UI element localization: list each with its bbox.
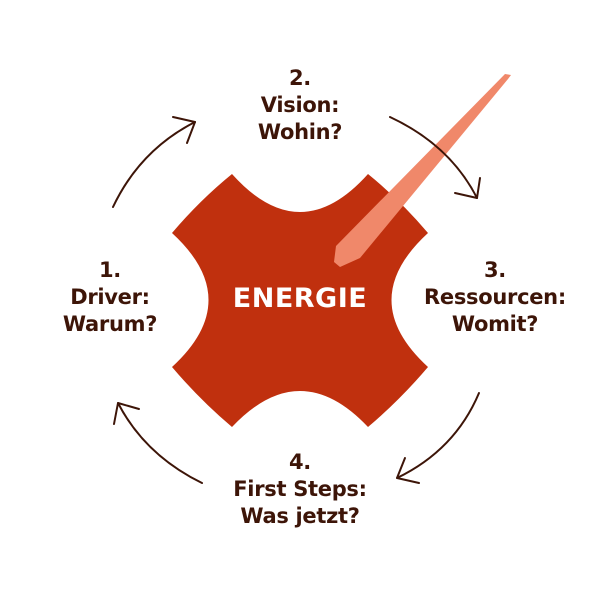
arrow-3-to-4: [396, 392, 480, 484]
step-4-question: Was jetzt?: [240, 504, 360, 528]
step-1-label: 1. Driver: Warum?: [40, 257, 180, 338]
step-4-number: 4.: [289, 450, 311, 474]
step-4-label: 4. First Steps: Was jetzt?: [200, 449, 400, 530]
step-1-question: Warum?: [62, 312, 158, 336]
step-1-title: Driver:: [70, 285, 150, 309]
step-2-number: 2.: [289, 66, 311, 90]
arrow-4-to-1: [113, 402, 203, 484]
step-3-title: Ressourcen:: [424, 285, 566, 309]
arrow-1-to-2: [112, 116, 196, 208]
step-4-title: First Steps:: [233, 477, 367, 501]
step-3-number: 3.: [484, 258, 506, 282]
needle-pointer: [334, 74, 511, 267]
step-1-number: 1.: [99, 258, 121, 282]
step-2-title: Vision:: [260, 93, 340, 117]
step-2-question: Wohin?: [257, 120, 343, 144]
step-2-label: 2. Vision: Wohin?: [215, 65, 385, 146]
step-3-label: 3. Ressourcen: Womit?: [405, 257, 585, 338]
step-3-question: Womit?: [451, 312, 539, 336]
center-label: ENERGIE: [232, 283, 368, 314]
arrow-2-to-3: [389, 116, 481, 199]
